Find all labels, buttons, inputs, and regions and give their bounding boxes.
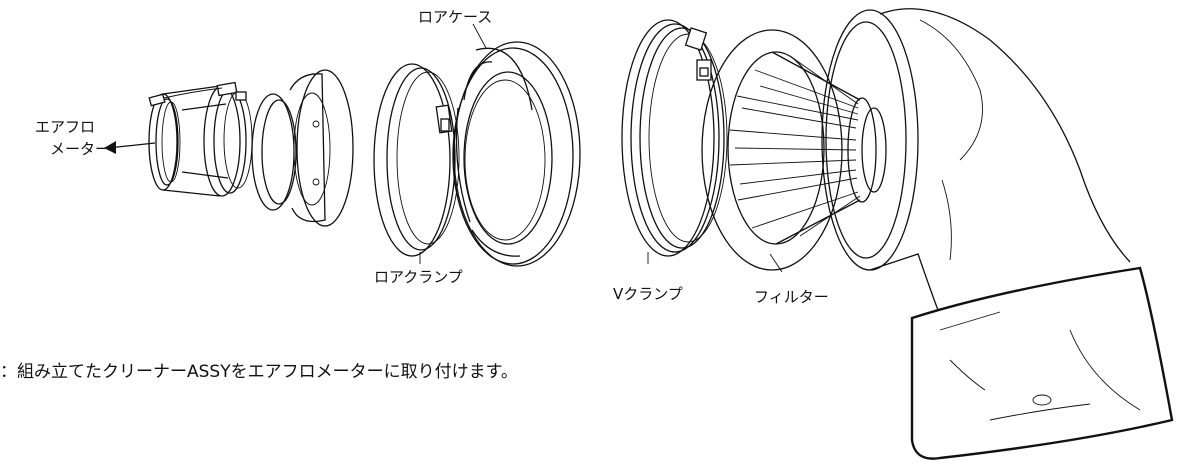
instruction-caption: ：組み立てたクリーナーASSYをエアフロメーターに取り付けます。 — [0, 362, 518, 382]
air-flow-meter-label-line2: メーター — [50, 140, 110, 158]
v-clamp — [621, 19, 728, 257]
seal-ring — [251, 93, 297, 211]
adapter-flange — [289, 69, 354, 227]
lower-case-label: ロアケース — [418, 8, 492, 26]
filter-leader-line — [769, 253, 783, 273]
filter-cone — [701, 29, 887, 271]
intake-duct — [821, 8, 1174, 460]
lower-case-leader-line — [472, 23, 487, 49]
filter-label: フィルター — [754, 288, 829, 306]
lower-clamp-label: ロアクランプ — [374, 268, 463, 286]
lower-clamp — [373, 63, 460, 257]
air-flow-meter-label-line1: エアフロ — [35, 118, 95, 136]
direction-arrow-icon — [104, 141, 156, 154]
coupler-hose-with-band-clamps — [148, 81, 253, 197]
v-clamp-label: Vクランプ — [613, 285, 683, 303]
lower-case — [452, 41, 581, 267]
